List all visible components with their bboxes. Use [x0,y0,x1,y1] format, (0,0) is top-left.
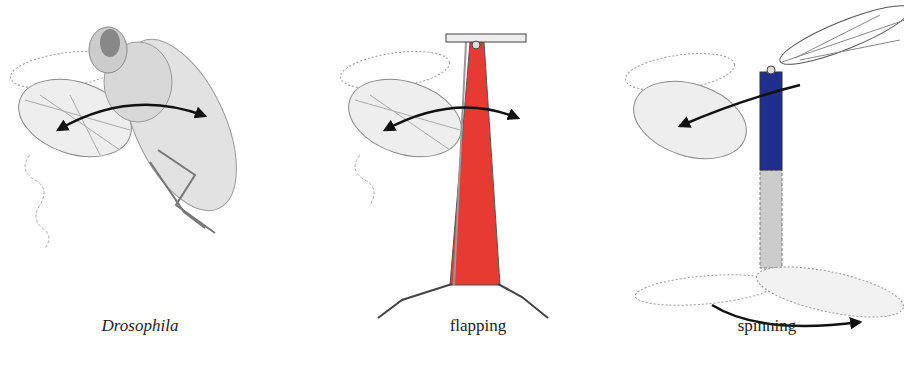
hinge [767,66,775,74]
panel-label: spinning [738,316,797,336]
leg [498,284,548,318]
hinge [472,41,480,49]
t-bar [446,34,526,42]
hidden-shaft [760,170,782,268]
leg [158,150,215,233]
flapping-arm [450,42,500,285]
wing [775,0,904,74]
rod [454,42,466,285]
spinning-shaft [760,72,782,170]
leg [150,162,205,228]
panel-label: flapping [450,316,507,336]
panel-label: Drosophila [102,316,179,336]
wing [624,68,757,172]
flapping-device [338,34,548,318]
wing [339,66,472,170]
wing-path [355,155,374,205]
eye [100,29,120,57]
spinning-device [623,0,904,327]
leg [378,284,452,318]
fly-drawing [8,23,259,248]
wing-path [25,155,49,248]
wing-veins [355,95,460,150]
rotation-arrow [680,85,800,126]
motion-arrow [385,107,518,130]
head [89,27,127,73]
wing-veins [782,15,904,62]
ghost-wing [634,270,776,310]
motion-arrow [58,105,205,130]
